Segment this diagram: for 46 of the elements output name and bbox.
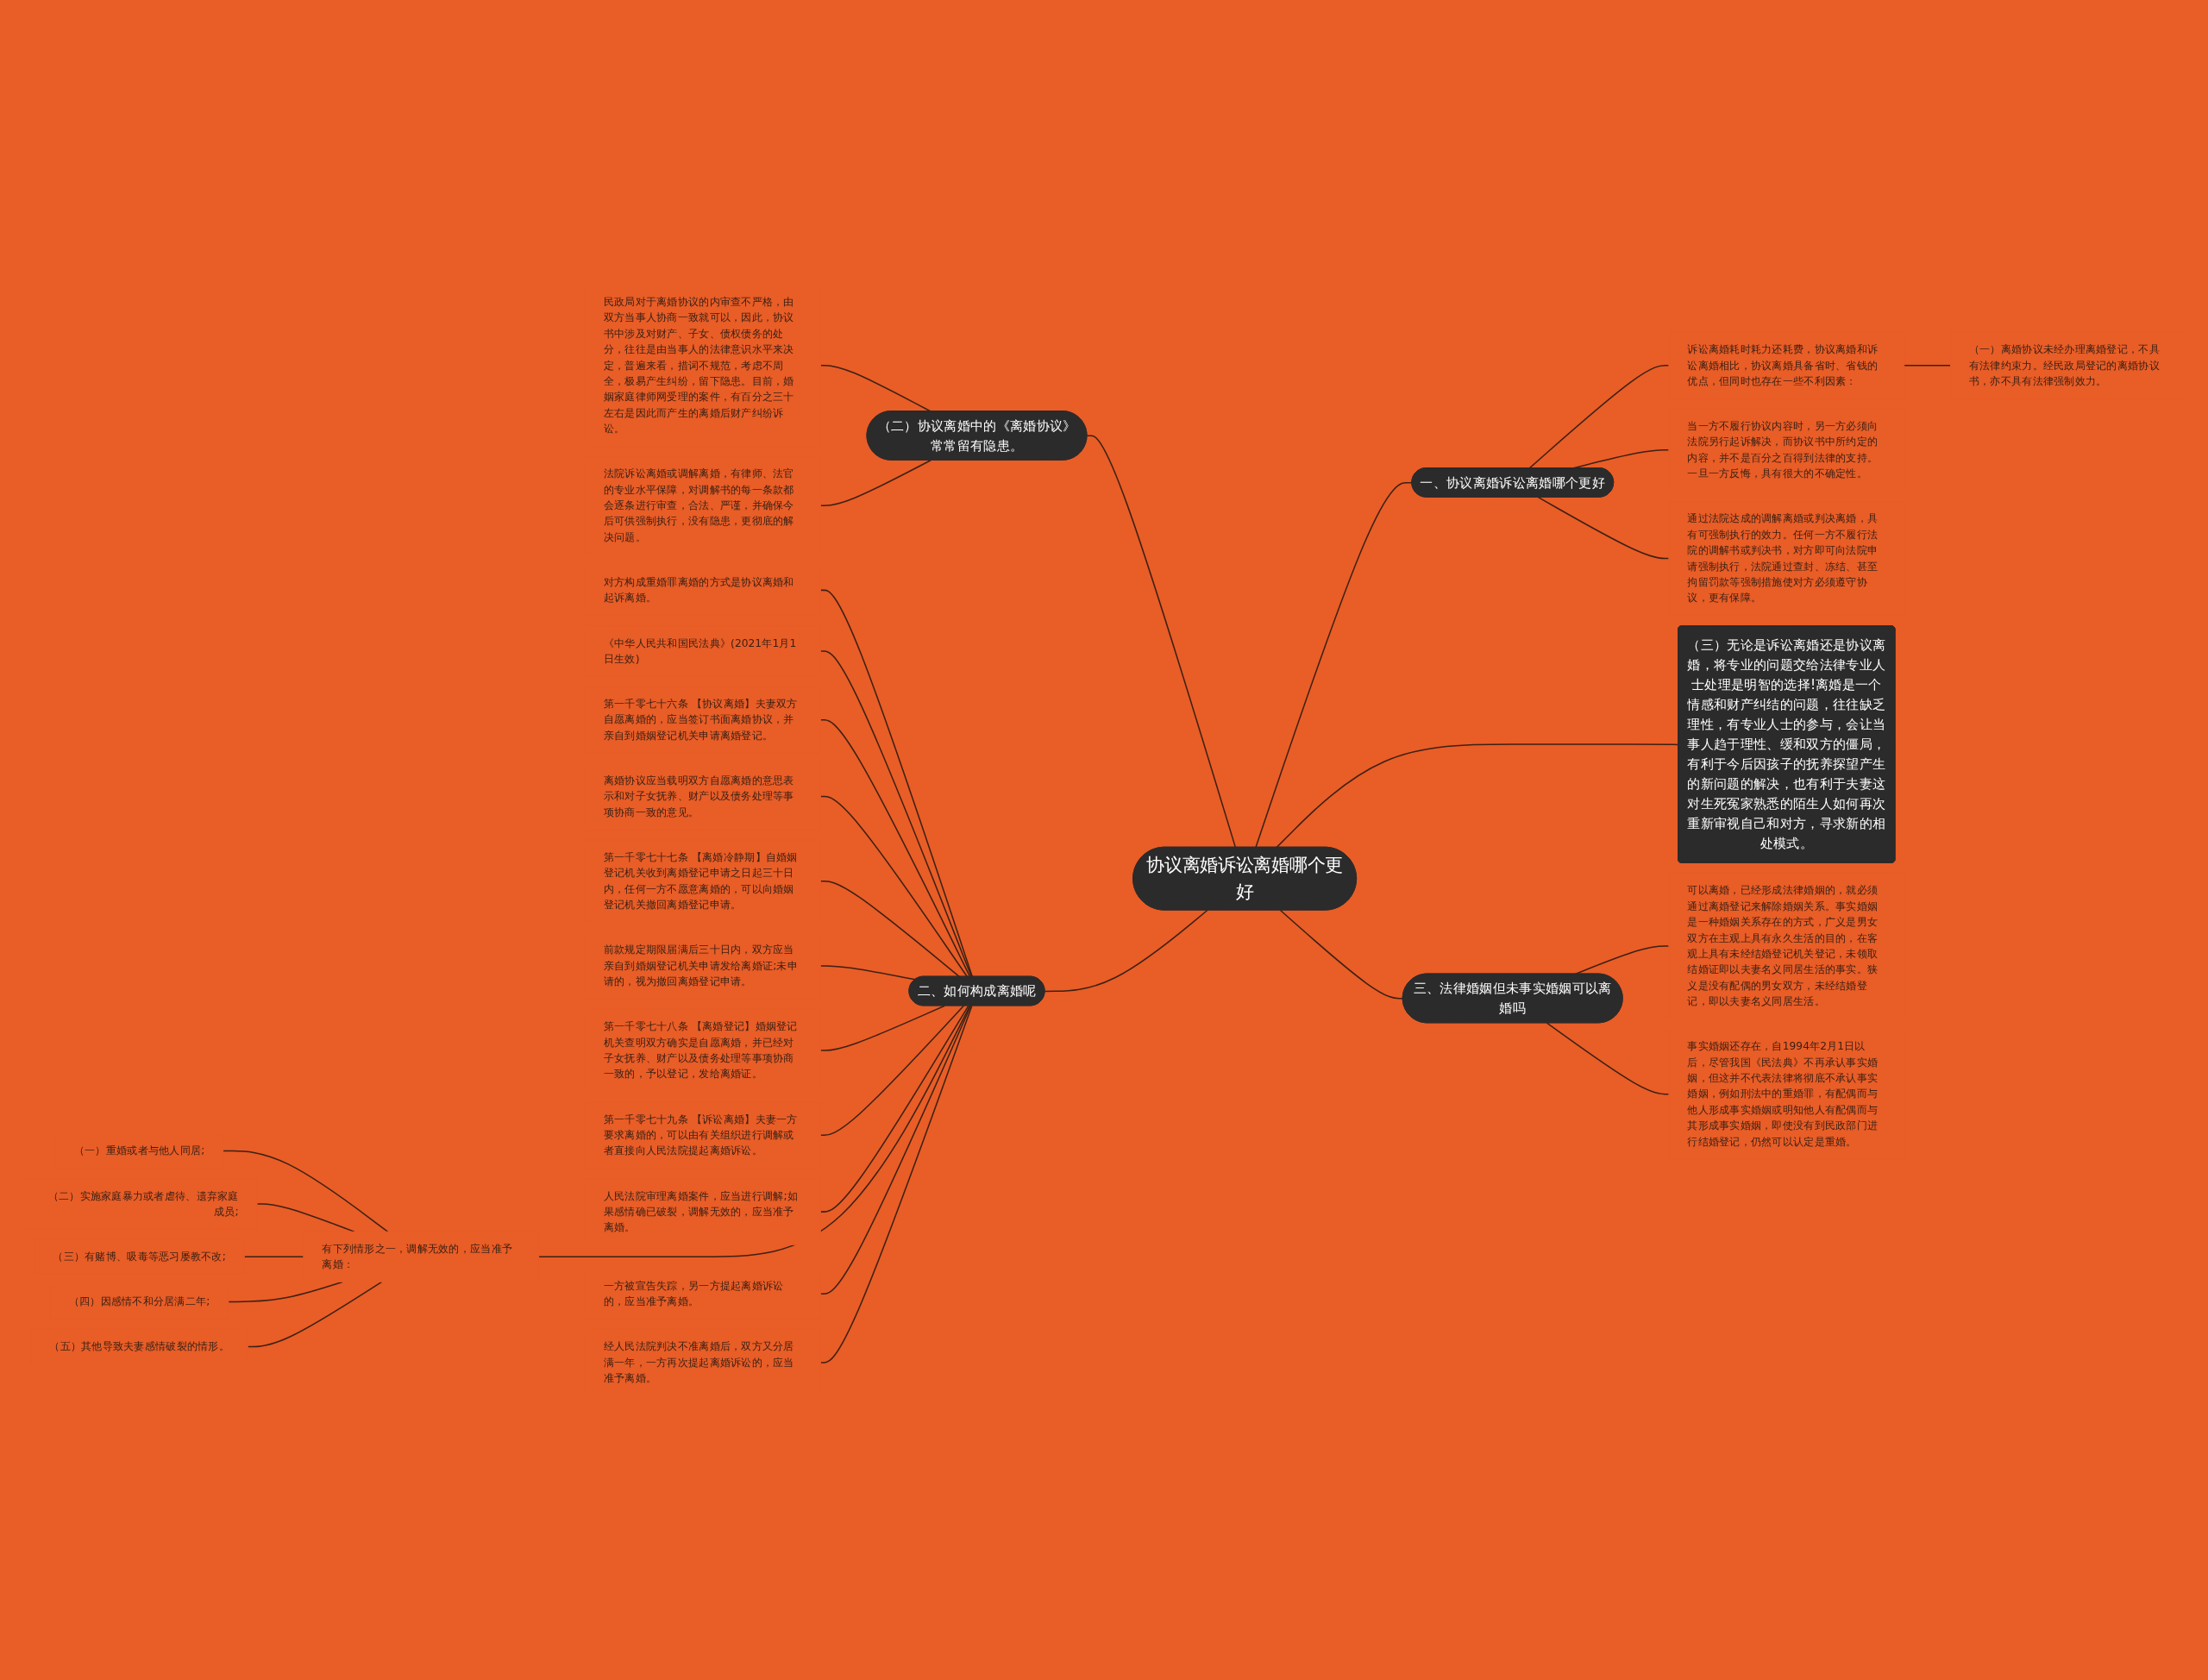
connector xyxy=(1538,496,1670,560)
node-text: 《中华人民共和国民法典》(2021年1月1日生效) xyxy=(604,636,797,665)
node-text: （四）因感情不和分居满二年; xyxy=(69,1294,210,1308)
connector xyxy=(223,1150,389,1232)
connector xyxy=(538,1005,971,1257)
node-text: （二）实施家庭暴力或者虐待、遗弃家庭成员; xyxy=(48,1188,239,1218)
connector xyxy=(1528,364,1670,469)
node-text: 离婚协议应当载明双方自愿离婚的意思表示和对子女抚养、财产以及债务处理等事项协商一致的意见。 xyxy=(604,774,794,818)
connector xyxy=(1276,743,1679,849)
node-text: 对方构成重婚罪离婚的方式是协议离婚和起诉离婚。 xyxy=(604,575,794,605)
connector xyxy=(1904,364,1952,367)
node-text: （一）离婚协议未经办理离婚登记，不具有法律约束力。经民政局登记的离婚协议书，亦不具有法律强制效力。 xyxy=(1969,342,2160,387)
node-text: 法院诉讼离婚或调解离婚，有律师、法官的专业水平保障，对调解书的每一条款都会逐条进行审查，合法、严谨，并确保今后可供强制执行，没有隐患，更彻底的解决问题。 xyxy=(604,467,794,543)
node-text: 第一千零七十七条 【离婚冷静期】自婚姻登记机关收到离婚登记申请之日起三十日内，任何一方不愿意离婚的，可以向婚姻登记机关撤回离婚登记申请。 xyxy=(604,850,798,912)
node-text: 民政局对于离婚协议的内审查不严格，由双方当事人协商一致就可以，因此，协议书中涉及对财产、子女、债权债务的处分，往往是由当事人的法律意识水平来决定，普遍来看，措词不规范，考虑不周全，极易产生纠纷，留下隐患。目前，婚姻家庭律师网受理的案件，有百分之三十左右是因此而产生的离婚后财产纠纷诉讼。 xyxy=(604,295,794,435)
node-text: 人民法院审理离婚案件，应当进行调解;如果感情确已破裂，调解无效的，应当准予离婚。 xyxy=(604,1188,799,1234)
connector xyxy=(243,1256,304,1257)
connector xyxy=(247,1281,383,1348)
node-text: （三）有赌博、吸毒等恶习屡教不改; xyxy=(53,1250,227,1263)
node-text: 第一千零七十六条 【协议离婚】夫妻双方自愿离婚的，应当签订书面离婚协议，并亲自到婚姻登记机关申请离婚登记。 xyxy=(604,697,798,742)
node-text: 诉讼离婚耗时耗力还耗费，协议离婚和诉讼离婚相比，协议离婚具备省时、省钱的优点，但同时也存在一些不利因素： xyxy=(1687,342,1879,387)
connector xyxy=(819,1005,969,1213)
node-text: 第一千零七十八条 【离婚登记】婚姻登记机关查明双方确实是自愿离婚，并已经对子女抚养、财产以及债务处理等事项协商一致的，予以登记，发给离婚证。 xyxy=(604,1019,798,1081)
connector xyxy=(1546,1022,1670,1095)
connector xyxy=(1255,481,1414,849)
node-text: （五）其他导致夫妻感情破裂的情形。 xyxy=(49,1339,230,1353)
node-text: 第一千零七十九条 【诉讼离婚】夫妻一方要求离婚的，可以由有关组织进行调解或者直接向人民法院提起离婚诉讼。 xyxy=(604,1112,798,1157)
connector xyxy=(1086,435,1237,849)
node-text: （一）重婚或者与他人同居; xyxy=(74,1144,205,1157)
node-text: 事实婚姻还存在，自1994年2月1日以后，尽管我国《民法典》不再承认事实婚姻，但这并不代表法律将彻底不承认事实婚姻，例如刑法中的重婚罪，有配偶而与他人形成事实婚姻或明知他人有配偶而与其形成事实婚姻，即使没有到民政部门进行结婚登记，仍然可以认定是重婚。 xyxy=(1687,1039,1879,1148)
connector xyxy=(1279,909,1404,1000)
connector xyxy=(819,1005,965,1136)
connector xyxy=(819,1005,973,1363)
node-text: 一方被宣告失踪，另一方提起离婚诉讼的，应当准予离婚。 xyxy=(604,1279,784,1308)
node-text: 前款规定期限届满后三十日内，双方应当亲自到婚姻登记机关申请发给离婚证;未申请的，视为撤回离婚登记申请。 xyxy=(604,943,799,987)
node-text: 通过法院达成的调解离婚或判决离婚，具有可强制执行的效力。任何一方不履行法院的调解书或判决书，对方即可向法院申请强制执行，法院通过查封、冻结、甚至拘留罚款等强制措施使对方必须遵守协议，更有保障。 xyxy=(1687,511,1879,605)
connector xyxy=(819,1005,946,1051)
connector xyxy=(819,364,932,412)
connector xyxy=(228,1281,343,1302)
node-text: 可以离婚，已经形成法律婚姻的，就必须通过离婚登记来解除婚姻关系。事实婚姻是一种婚姻关系存在的方式，广义是男女双方在主观上具有永久生活的目的，在客观上具有未经结婚登记机关登记，未领取结婚证即以夫妻名义同居生活的事实。狭义是没有配偶的男女双方，未经结婚登记，即以夫妻名义同居生活。 xyxy=(1687,883,1879,1007)
node-text: 当一方不履行协议内容时，另一方必须向法院另行起诉解决，而协议书中所约定的内容，并不是百分之百得到法律的支持。一旦一方反悔，具有很大的不确定性。 xyxy=(1687,419,1879,480)
node-text: 经人民法院判决不准离婚后，双方又分居满一年，一方再次提起离婚诉讼的，应当准予离婚。 xyxy=(604,1339,794,1385)
connector xyxy=(819,1005,972,1294)
connector xyxy=(819,459,932,506)
node-text: 有下列情形之一，调解无效的，应当准予离婚： xyxy=(322,1242,513,1271)
connector xyxy=(1044,909,1208,992)
